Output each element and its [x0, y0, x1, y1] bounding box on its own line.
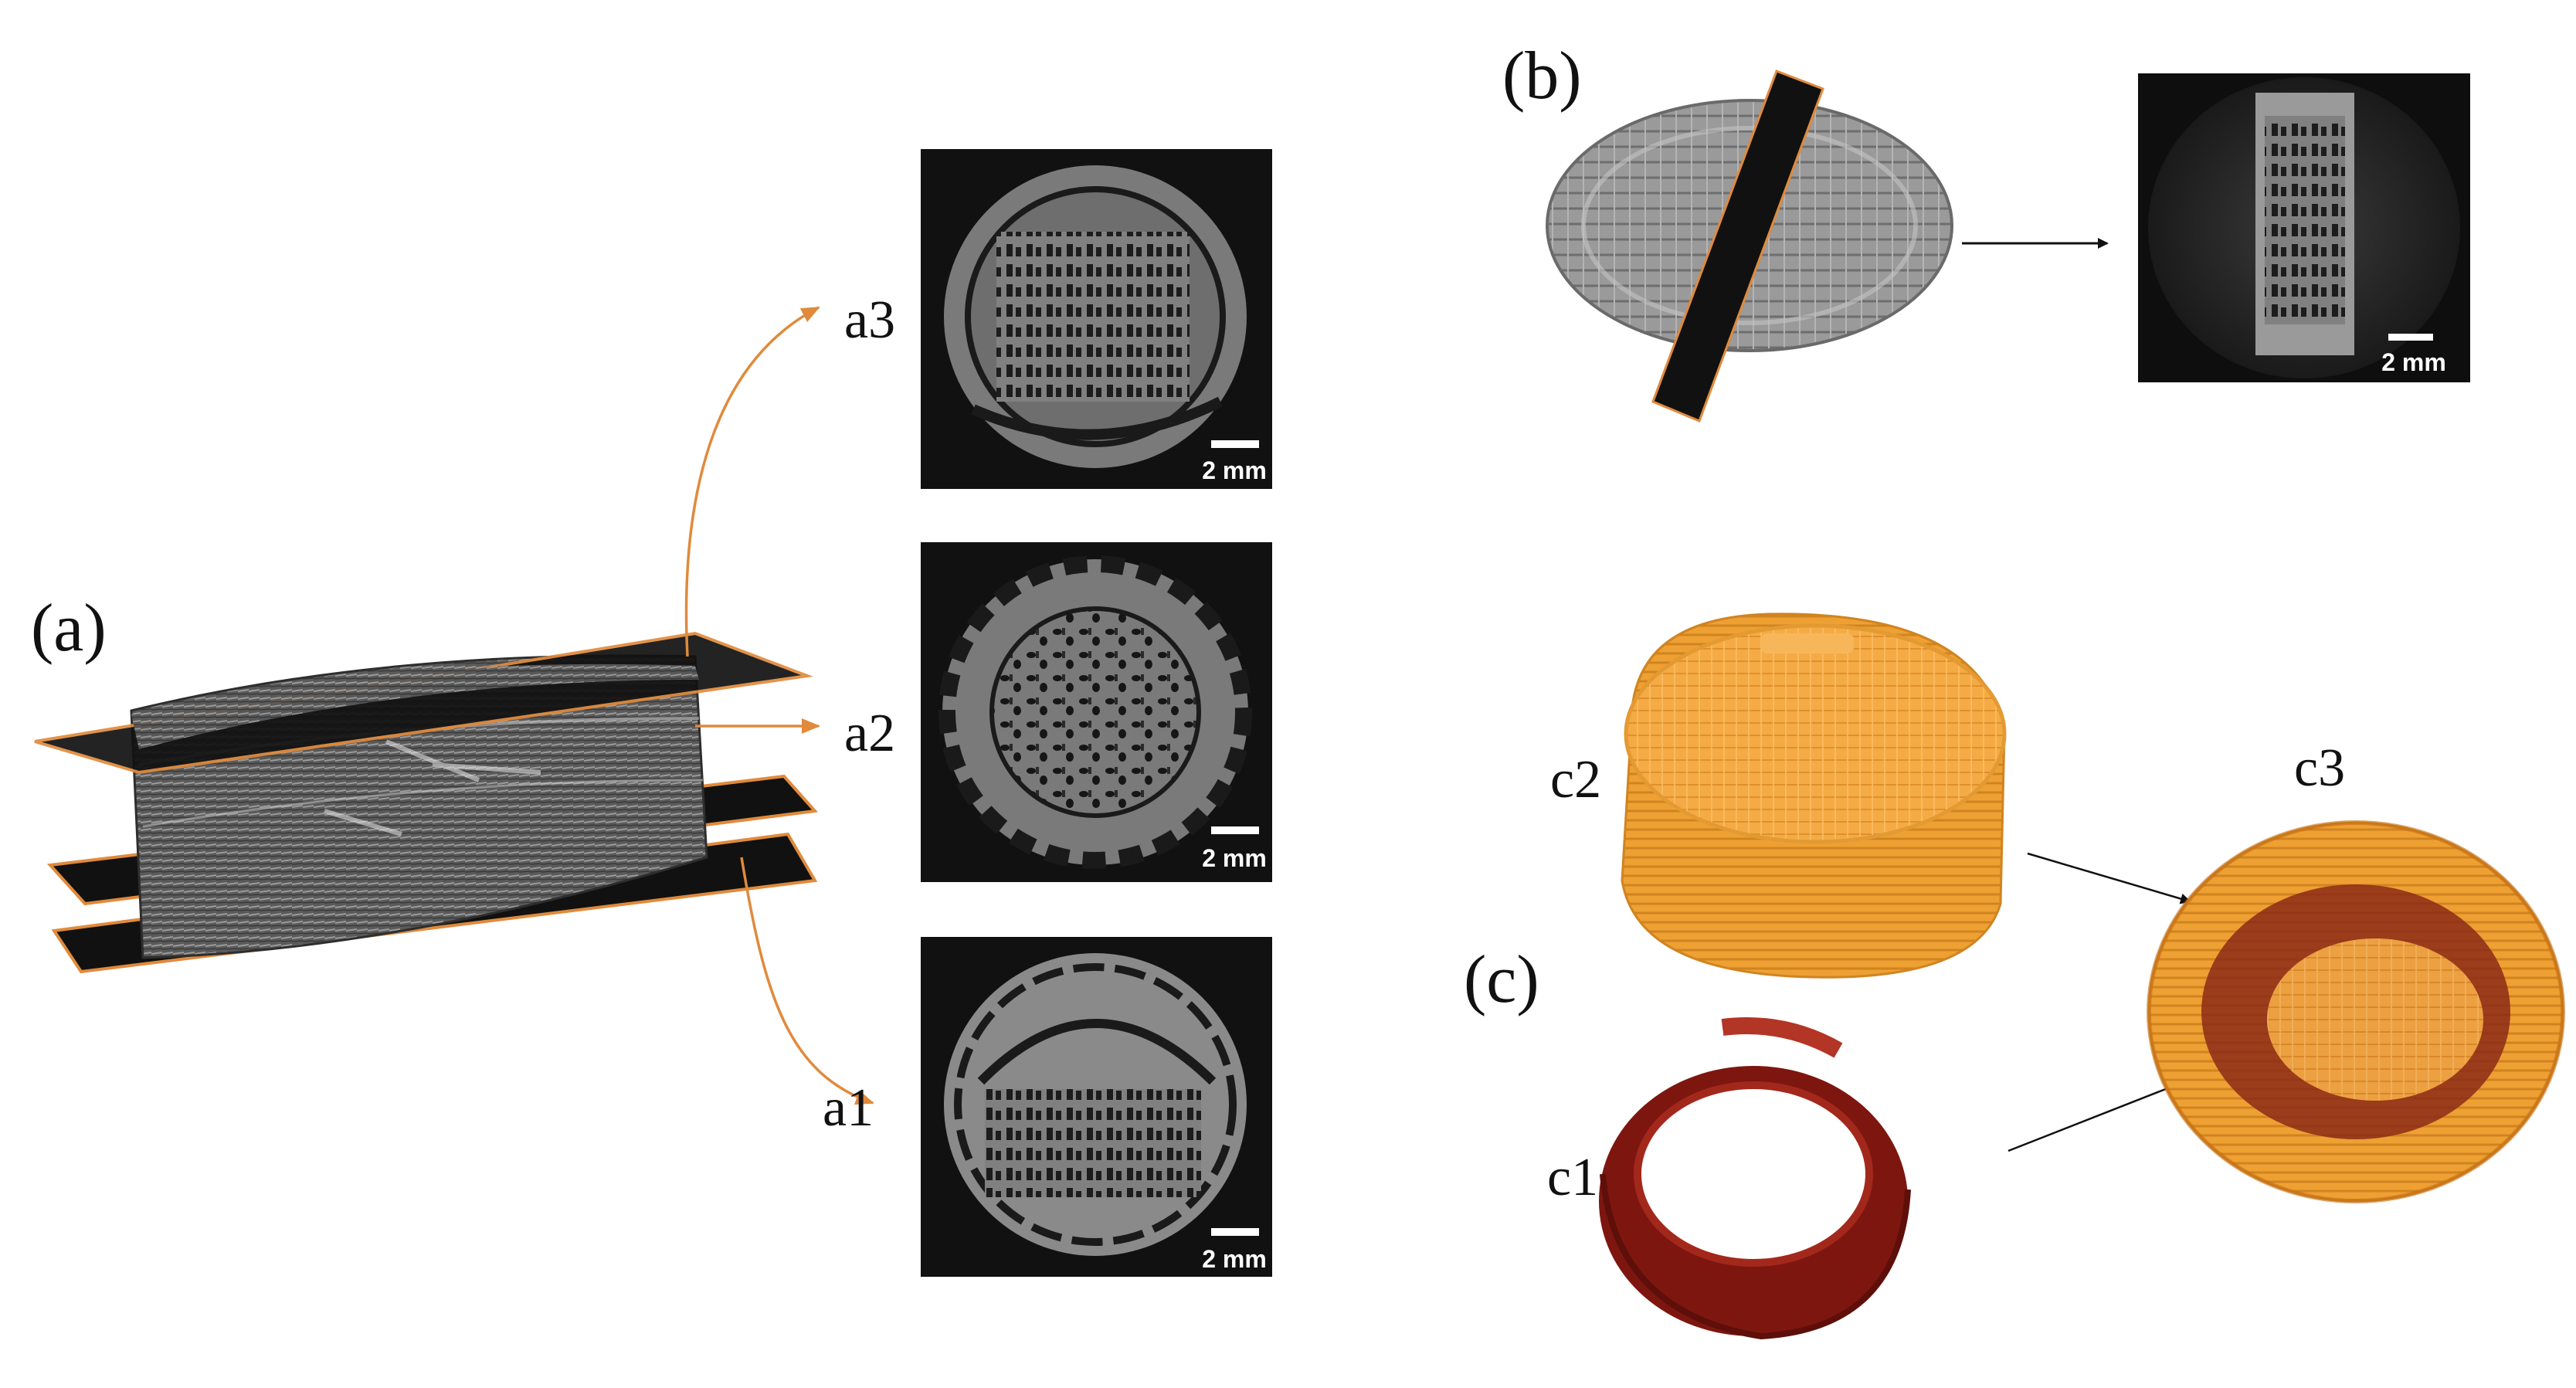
scale-bar-label-a1: 2 mm — [1202, 1245, 1267, 1273]
specimen-3d-render — [34, 631, 819, 974]
ct-slice-a2 — [921, 542, 1272, 882]
leader-arrow-a1 — [740, 857, 874, 1105]
slice-label-a3: a3 — [844, 290, 896, 350]
leader-arrow-a3 — [684, 306, 820, 657]
amber-disc-c2 — [1621, 613, 2007, 979]
red-ring-c1 — [1599, 1017, 1911, 1340]
scale-bar-label-a3: 2 mm — [1202, 456, 1267, 484]
panel-label-c: (c) — [1464, 942, 1539, 1017]
arrow-c2-to-c3 — [2027, 852, 2191, 904]
part-label-c2: c2 — [1550, 750, 1602, 809]
slice-label-a2: a2 — [844, 704, 896, 763]
composite-c3 — [2147, 820, 2565, 1203]
part-label-c1: c1 — [1547, 1148, 1599, 1207]
ct-slice-a3 — [921, 149, 1272, 489]
cut-plane-b — [1651, 70, 1824, 423]
slice-label-a1: a1 — [823, 1078, 874, 1138]
scale-bar-label-a2: 2 mm — [1202, 844, 1267, 872]
ct-slice-a1 — [921, 937, 1272, 1277]
scale-bar-label-b: 2 mm — [2381, 348, 2446, 376]
panel-label-b: (b) — [1502, 39, 1582, 114]
panel-label-a: (a) — [31, 591, 107, 666]
part-label-c3: c3 — [2294, 738, 2346, 798]
disc-render-b — [1546, 70, 1953, 423]
ct-cross-section-b — [2138, 73, 2470, 382]
